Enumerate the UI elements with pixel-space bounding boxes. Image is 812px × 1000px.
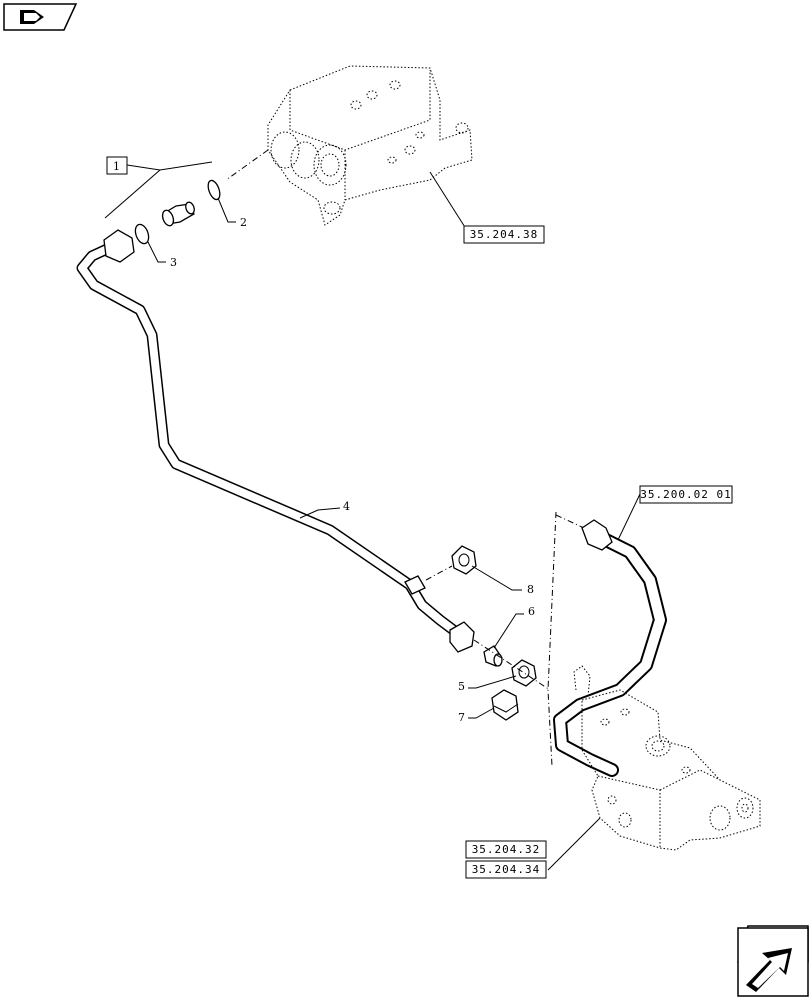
leader-hose: [617, 493, 641, 541]
nut-8: [451, 545, 477, 575]
bottom-control-valve: [573, 665, 761, 851]
o-ring-2: [207, 179, 221, 201]
cap-7: [491, 689, 519, 721]
leader-6: [493, 613, 524, 649]
ref-bottom-valve-b-label: 35.204.34: [472, 863, 541, 876]
pipe-4: [76, 229, 475, 653]
leader-7: [468, 707, 495, 719]
kit-number: 1: [113, 160, 120, 173]
nut-5: [511, 659, 537, 687]
o-ring-3: [134, 223, 150, 245]
ref-bottom-valve-a-label: 35.204.32: [472, 843, 541, 856]
alignment-line-top: [225, 149, 269, 181]
callout-2: 2: [240, 216, 247, 229]
ref-top-valve-label: 35.204.38: [470, 228, 539, 241]
leader-4: [299, 507, 341, 519]
kit-bracket: [104, 156, 213, 219]
ref-hose-label: 35.200.02 01: [640, 488, 731, 501]
leader-5: [468, 675, 517, 689]
fitting-6: [483, 645, 503, 667]
ref-hose[interactable]: 35.200.02 01: [639, 485, 733, 504]
prev-page-icon[interactable]: [3, 3, 78, 31]
leader-bottom-valve: [547, 817, 601, 871]
alignment-line-5: [473, 639, 551, 691]
callout-4: 4: [343, 500, 350, 513]
callout-8: 8: [527, 583, 534, 596]
ref-bottom-valve-b[interactable]: 35.204.34: [465, 860, 547, 879]
callout-6: 6: [528, 605, 535, 618]
callout-7: 7: [458, 711, 465, 724]
leader-3: [147, 241, 166, 263]
next-page-icon[interactable]: [737, 925, 809, 997]
alignment-line-8: [425, 565, 453, 581]
callout-5: 5: [458, 680, 465, 693]
leader-2: [217, 197, 236, 223]
ref-bottom-valve-a[interactable]: 35.204.32: [465, 840, 547, 859]
callout-3: 3: [170, 256, 177, 269]
leader-8: [471, 565, 522, 591]
alignment-line-hose: [555, 514, 585, 529]
hydraulic-hose: [553, 519, 667, 777]
top-control-valve: [267, 65, 473, 233]
alignment-line-bottom: [547, 511, 557, 767]
ref-top-valve[interactable]: 35.204.38: [463, 225, 545, 244]
adapter-fitting: [161, 201, 195, 227]
